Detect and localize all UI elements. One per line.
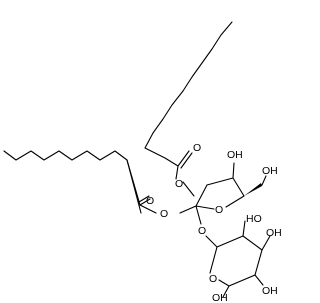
ho-glucose-upper: HO bbox=[246, 213, 262, 225]
upper-ester-group bbox=[175, 150, 195, 197]
glycosidic-linkage bbox=[195, 205, 218, 248]
oh-fructose-c3: OH bbox=[227, 149, 243, 161]
o-upper-carbonyl: O bbox=[193, 142, 201, 154]
oh-glucose-c3: OH bbox=[266, 227, 282, 239]
upper-dodecanoyl-chain bbox=[144, 21, 233, 167]
oh-glucose-c4: OH bbox=[262, 285, 278, 297]
glucose-ring bbox=[209, 220, 271, 298]
structural-formula: O O OH OH O O O O HO OH OH O OH bbox=[3, 21, 282, 303]
o-glycosidic: O bbox=[198, 225, 206, 237]
atom-labels: O O OH OH O O O O HO OH OH O OH bbox=[146, 142, 282, 303]
o-lower-carbonyl: O bbox=[146, 195, 154, 207]
o-upper-ester-link: O bbox=[175, 178, 183, 190]
o-fructose-ring: O bbox=[215, 204, 223, 216]
lower-ester-group bbox=[138, 195, 197, 214]
fructose-ring bbox=[195, 162, 267, 210]
oh-fructose-ch2: OH bbox=[262, 165, 278, 177]
lower-dodecanoyl-chain bbox=[3, 150, 142, 214]
o-glucose-ring: O bbox=[209, 273, 217, 285]
o-lower-ester-link: O bbox=[160, 208, 168, 220]
oh-glucose-c6: OH bbox=[212, 292, 228, 303]
